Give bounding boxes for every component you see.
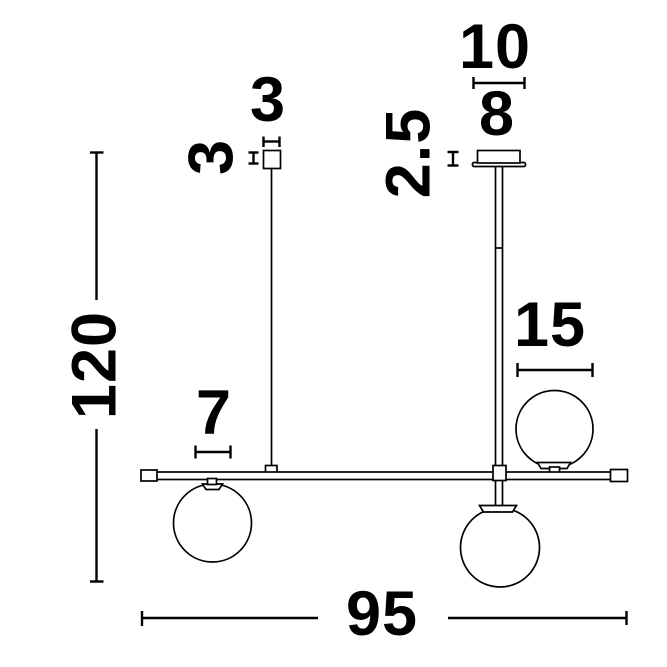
label-canopy-span: 10 [458, 12, 532, 82]
label-canopy-height: 2.5 [373, 107, 444, 199]
bar-end-cap-right [609, 468, 629, 483]
sphere-center-cap [477, 504, 519, 513]
main-drop-tube [494, 162, 504, 507]
sphere-left [172, 483, 253, 563]
sphere-center [459, 507, 541, 588]
label-total-height: 120 [59, 310, 130, 420]
label-stem-width: 7 [195, 378, 233, 448]
label-total-width: 95 [345, 579, 419, 649]
sphere-left-neck [206, 477, 218, 486]
label-sphere-diameter: 15 [513, 290, 587, 360]
label-mount-height: 3 [176, 138, 247, 176]
label-canopy-diameter: 8 [478, 79, 516, 149]
sphere-right [515, 389, 594, 469]
wire-mount-square [262, 149, 282, 170]
sphere-right-cap [536, 461, 572, 470]
tube-bar-joint [492, 464, 507, 482]
bar-end-cap-left [140, 469, 158, 482]
canopy-body [476, 149, 521, 164]
label-mount-width: 3 [249, 65, 287, 135]
